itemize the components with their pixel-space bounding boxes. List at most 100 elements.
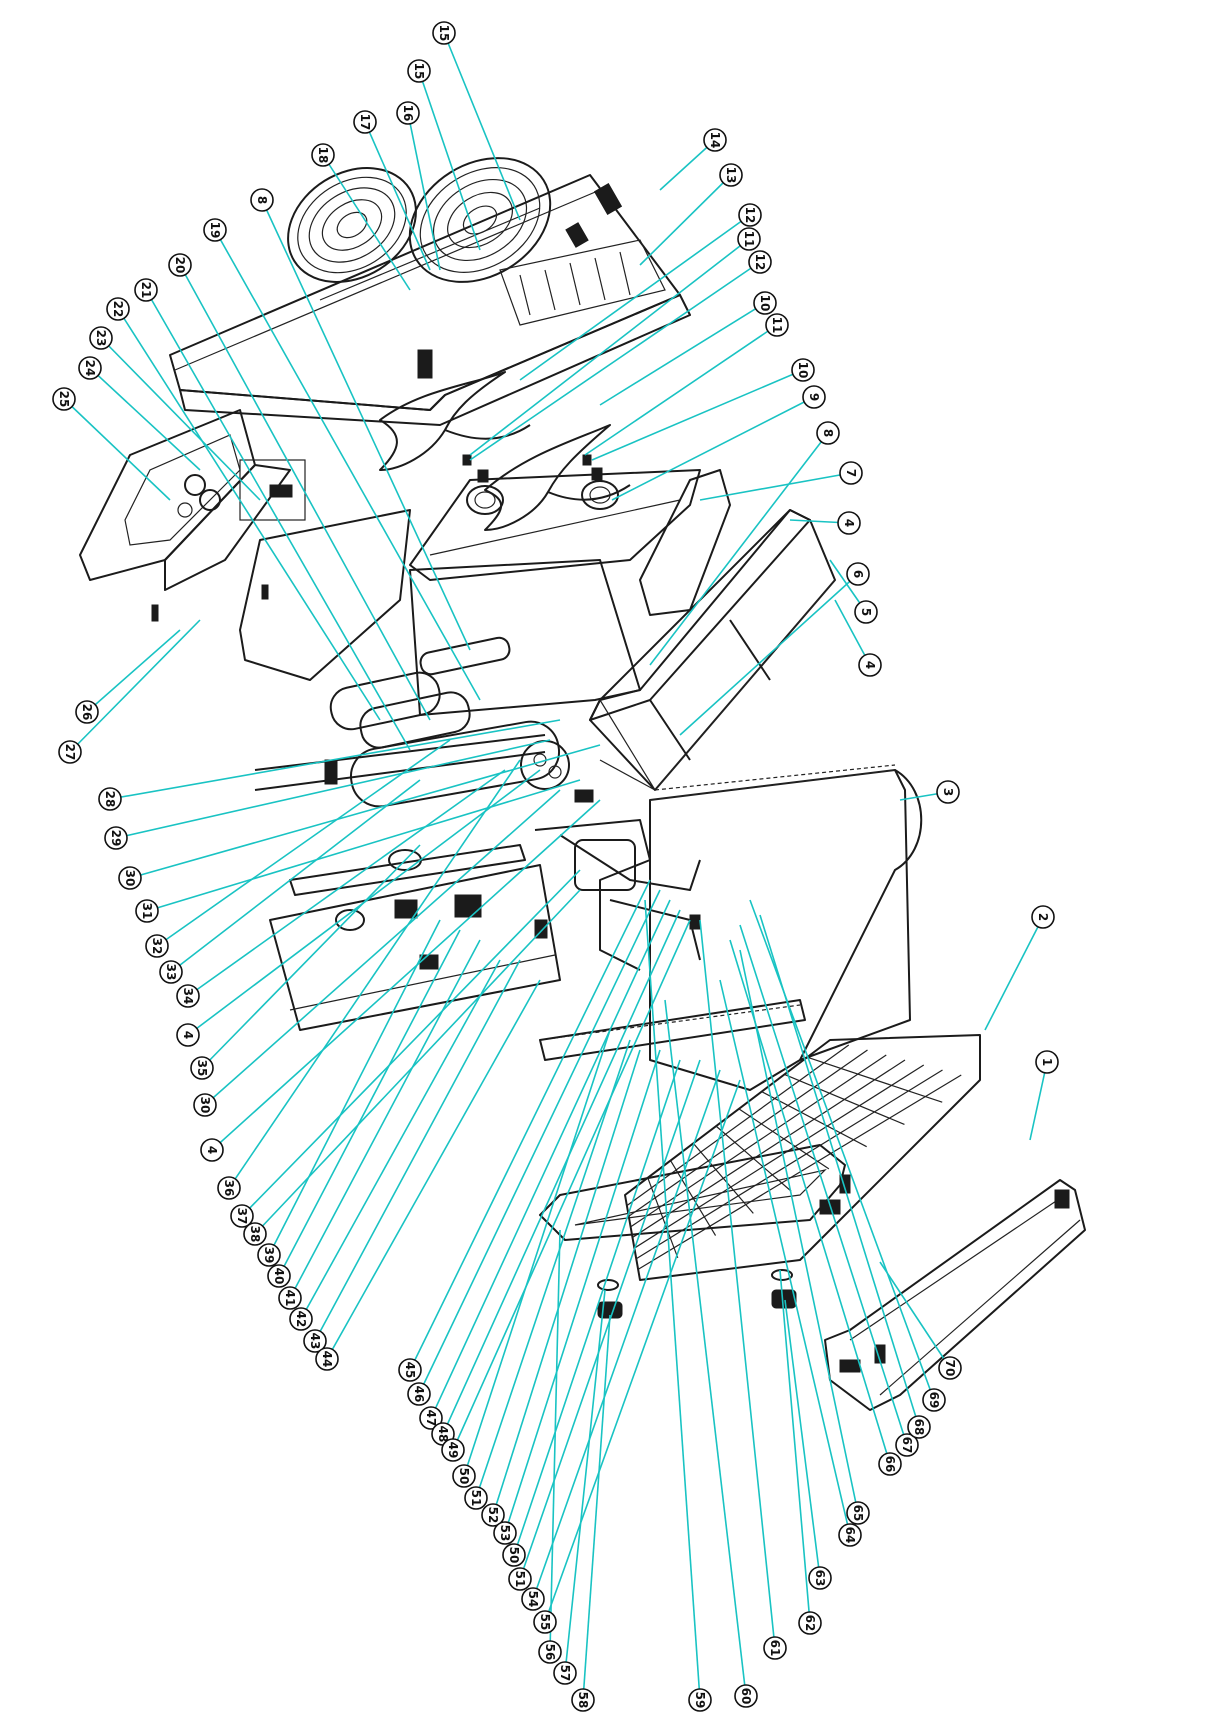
callout-c50a: 50 [452, 1464, 476, 1488]
callout-c57: 57 [553, 1661, 577, 1685]
callout-label: 7 [844, 469, 858, 477]
leader-line-c28 [109, 719, 561, 800]
leader-line-c11b [469, 238, 750, 456]
callout-c53: 53 [493, 1521, 517, 1545]
callout-circle [452, 1464, 476, 1488]
callout-circle [798, 1611, 822, 1635]
callout-c63: 63 [808, 1566, 832, 1590]
callout-label: 11 [742, 231, 756, 248]
callout-c65: 65 [846, 1501, 870, 1525]
callout-label: 55 [538, 1614, 552, 1631]
callout-label: 49 [446, 1442, 460, 1459]
callout-label: 65 [851, 1505, 865, 1522]
callout-label: 33 [164, 964, 178, 981]
callout-circle [176, 1023, 200, 1047]
callout-label: 27 [63, 744, 77, 761]
leader-line-c63 [784, 1299, 821, 1579]
callout-circle [748, 250, 772, 274]
leader-line-c60 [664, 999, 747, 1697]
callout-circle [846, 1501, 870, 1525]
leader-line-c50b [513, 1059, 681, 1556]
leader-line-c15b [418, 70, 481, 251]
leader-line-c38 [254, 889, 581, 1235]
callout-label: 54 [526, 1591, 540, 1608]
leader-line-c18 [322, 154, 411, 291]
callout-circle [808, 1566, 832, 1590]
leader-line-c10a [591, 369, 804, 461]
callout-circle [396, 101, 420, 125]
leader-line-c21 [145, 289, 411, 751]
callout-circle [533, 1610, 557, 1634]
callout-circle [907, 1415, 931, 1439]
callout-label: 3 [941, 788, 955, 796]
callout-circle [464, 1486, 488, 1510]
callout-c36: 36 [217, 1176, 241, 1200]
callout-circle [250, 188, 274, 212]
evaporator-coil [539, 764, 923, 1091]
callout-c61: 61 [763, 1636, 787, 1660]
callout-label: 38 [248, 1226, 262, 1243]
callout-circle [688, 1688, 712, 1712]
callout-label: 4 [181, 1031, 195, 1039]
leader-line-c62 [779, 1269, 811, 1624]
top-panel-with-fan-grilles [169, 157, 691, 426]
callout-label: 62 [803, 1615, 817, 1632]
callout-label: 18 [316, 147, 330, 164]
callout-c4a: 4 [858, 653, 882, 677]
leader-line-c51a [475, 1039, 631, 1499]
callout-c3: 3 [936, 780, 960, 804]
leader-line-c34 [187, 769, 506, 997]
callout-c69: 69 [922, 1388, 946, 1412]
callout-label: 68 [912, 1419, 926, 1436]
callout-circle [441, 1438, 465, 1462]
callout-label: 51 [513, 1571, 527, 1588]
callout-label: 4 [842, 519, 856, 527]
main-frame [409, 509, 836, 791]
callout-circle [106, 297, 130, 321]
callout-c55: 55 [533, 1610, 557, 1634]
callout-c21: 21 [134, 278, 158, 302]
callout-c4d: 4 [200, 1138, 224, 1162]
callout-circle [838, 1523, 862, 1547]
leader-line-c47 [430, 899, 671, 1419]
callout-label: 8 [255, 196, 269, 204]
callout-circle [190, 1056, 214, 1080]
foot-left [597, 1279, 623, 1319]
leader-line-c8b [261, 199, 471, 651]
compressor-assembly [254, 636, 594, 871]
callout-label: 43 [308, 1333, 322, 1350]
callout-c9: 9 [802, 385, 826, 409]
fan-hub-nut-upper [462, 454, 472, 466]
callout-c40: 40 [267, 1264, 291, 1288]
callout-c10b: 10 [753, 291, 777, 315]
callout-c20: 20 [168, 253, 192, 277]
leader-line-c49 [452, 919, 691, 1451]
callout-circle [854, 600, 878, 624]
callout-circle [289, 1307, 313, 1331]
leader-line-c9 [611, 396, 815, 501]
callout-circle [753, 291, 777, 315]
motor-bracket [409, 467, 701, 581]
callout-label: 24 [83, 360, 97, 377]
callout-label: 17 [358, 114, 372, 131]
leader-line-c33 [170, 779, 421, 973]
callout-circle [791, 358, 815, 382]
side-panel-lower [269, 844, 561, 1031]
callout-circle [75, 700, 99, 724]
callout-circle [98, 787, 122, 811]
callout-circle [763, 1636, 787, 1660]
callout-label: 21 [139, 282, 153, 299]
callout-circle [858, 653, 882, 677]
callout-label: 37 [235, 1208, 249, 1225]
leader-line-c35 [201, 844, 421, 1069]
leader-line-c65 [739, 949, 859, 1514]
callout-c42: 42 [289, 1307, 313, 1331]
callout-c62: 62 [798, 1611, 822, 1635]
callout-circle [104, 826, 128, 850]
leader-line-c45 [409, 879, 651, 1371]
leader-line-c54 [532, 1069, 721, 1600]
callout-label: 64 [843, 1527, 857, 1544]
leader-line-c43 [314, 959, 521, 1342]
callout-circle [738, 203, 762, 227]
callout-circle [52, 387, 76, 411]
